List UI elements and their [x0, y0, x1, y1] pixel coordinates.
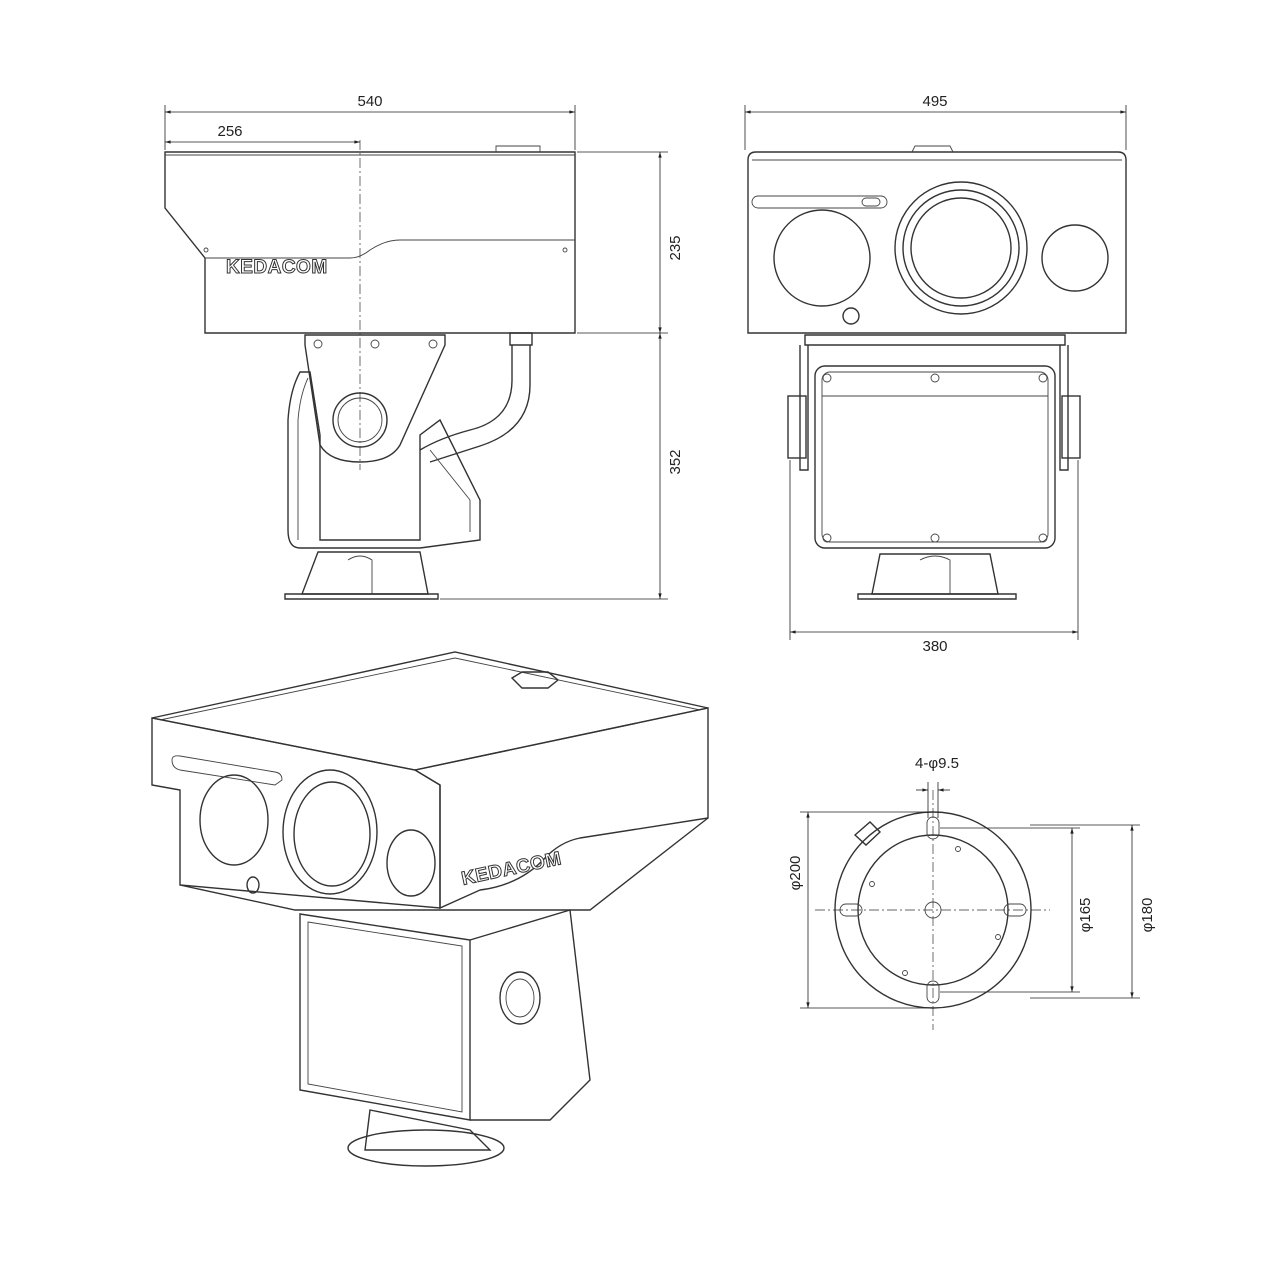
dim-352: 352	[667, 449, 684, 474]
front-right-lens	[1041, 224, 1109, 292]
base-mount-view	[815, 790, 1050, 1030]
side-base	[300, 551, 429, 595]
iso-enclosure	[299, 913, 471, 1121]
iso-housing-side	[413, 707, 709, 910]
dim-phi180: φ180	[1139, 898, 1156, 933]
side-bracket	[304, 334, 446, 463]
isometric-view: KEDACOM	[151, 651, 709, 1167]
iso-tilt-cap	[499, 971, 541, 1025]
side-brand-logo: KEDACOM	[226, 257, 328, 278]
iso-right-lens	[386, 829, 436, 897]
dim-phi200: φ200	[787, 856, 804, 891]
iso-brand-logo: KEDACOM	[460, 848, 564, 890]
front-view	[747, 145, 1127, 600]
front-housing	[747, 151, 1127, 334]
dim-256: 256	[217, 123, 242, 140]
iso-main-lens	[282, 769, 378, 895]
iso-left-lens	[199, 774, 269, 866]
iso-housing-front	[151, 717, 441, 909]
dim-phi165: φ165	[1077, 898, 1094, 933]
front-main-lens	[894, 181, 1028, 315]
front-enclosure	[814, 365, 1056, 549]
front-left-lens	[773, 209, 871, 307]
side-view: KEDACOM	[164, 140, 576, 600]
dim-540: 540	[357, 93, 382, 110]
side-dimensions: 540 256 235 352	[164, 93, 684, 600]
iso-base-plate	[347, 1129, 505, 1167]
dim-495: 495	[922, 93, 947, 110]
iso-housing-top	[151, 651, 709, 771]
dim-hole-spec: 4-φ9.5	[915, 755, 959, 772]
side-pan-body	[287, 371, 481, 549]
front-dimensions: 495 380	[744, 93, 1127, 655]
dim-235: 235	[667, 235, 684, 260]
dim-380: 380	[922, 638, 947, 655]
side-housing-outline	[164, 151, 576, 334]
base-dimensions: 4-φ9.5 φ200 φ165 φ180	[787, 755, 1156, 1009]
